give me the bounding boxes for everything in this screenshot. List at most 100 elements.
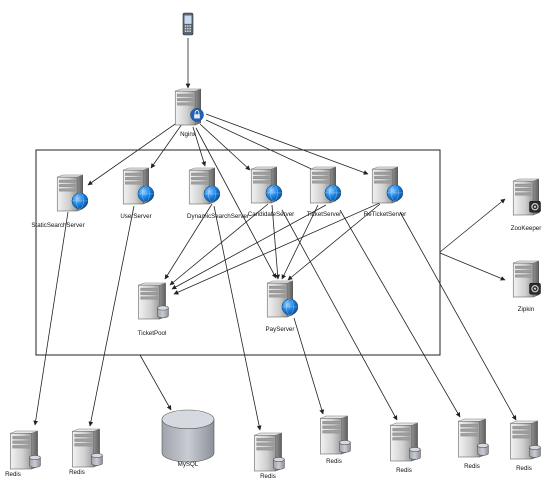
node-user: UserServer (120, 167, 155, 220)
node-label-ticketpool: TicketPool (138, 330, 167, 337)
edge-cluster-to-zookeeper (439, 198, 506, 253)
node-pay: PayServer (266, 280, 299, 333)
globe-icon (265, 184, 283, 202)
disk-icon (477, 443, 489, 456)
edge-cluster-to-mysql (139, 354, 172, 411)
node-label-ticket: TicketServer (307, 211, 342, 218)
server-globe-icon (188, 167, 221, 205)
node-mysql: MySQL (161, 409, 215, 468)
edge-cluster-to-zipkin (439, 252, 506, 281)
node-reticket: ReTicketServer (364, 166, 406, 218)
edge-dynamic-to-redis3 (213, 205, 262, 431)
node-dynamic: DynamicSearchServer (187, 167, 249, 220)
server-db-icon (254, 432, 285, 472)
edge-candidate-to-ticketpool (169, 203, 269, 286)
disk-icon (409, 447, 421, 460)
globe-icon (324, 184, 342, 202)
edge-reticket-to-pay (287, 203, 381, 281)
node-static: StaticSearchServer (31, 174, 89, 229)
edge-ticket-to-pay (281, 204, 319, 280)
server-globe-icon (371, 166, 404, 204)
node-redis2: Redis (69, 428, 103, 476)
node-label-redis7: Redis (516, 465, 532, 472)
disk-icon (273, 457, 285, 470)
node-label-redis1: Redis (5, 471, 21, 478)
edge-candidate-to-pay (271, 204, 281, 280)
edge-layer (33, 38, 517, 431)
service-cluster-box (35, 149, 441, 356)
node-label-zookeeper: ZooKeeper (511, 225, 542, 232)
server-gear-icon (512, 260, 541, 298)
edge-ticket-to-ticketpool (171, 204, 327, 290)
node-label-dynamic: DynamicSearchServer (187, 213, 249, 220)
server-db-icon (72, 428, 103, 468)
node-redis7: Redis (510, 420, 541, 472)
node-label-nginx: Nginx (180, 131, 197, 138)
server-globe-icon (250, 166, 283, 204)
gear-icon (529, 200, 541, 213)
edge-nginx-to-dynamic (192, 126, 207, 167)
edge-nginx-to-static (87, 121, 179, 186)
server-globe-icon (309, 166, 342, 204)
server-globe-icon (56, 174, 89, 212)
node-label-mysql: MySQL (178, 461, 199, 468)
node-phone (182, 12, 194, 36)
disk-icon (529, 445, 541, 458)
node-label-reticket: ReTicketServer (364, 211, 406, 218)
edge-reticket-to-redis7 (399, 211, 517, 421)
disk-icon (339, 440, 351, 453)
lock-icon (190, 108, 204, 122)
edge-nginx-to-candidate (199, 123, 251, 171)
node-label-pay: PayServer (266, 326, 295, 333)
server-db-icon (138, 282, 169, 320)
edge-pay-to-redis4 (293, 317, 325, 415)
node-redis1: Redis (5, 430, 41, 478)
node-label-redis3: Redis (260, 473, 276, 480)
node-ticketpool: TicketPool (138, 282, 169, 337)
node-nginx: Nginx (174, 88, 204, 138)
node-candidate: CandidateServer (248, 166, 294, 218)
server-globe-icon (122, 167, 155, 205)
server-db-icon (320, 415, 351, 455)
server-lock-icon (174, 88, 204, 126)
node-label-redis2: Redis (69, 469, 85, 476)
server-db-icon (510, 420, 541, 460)
server-db-icon (458, 418, 489, 458)
edge-reticket-to-ticketpool (173, 201, 383, 295)
node-zookeeper: ZooKeeper (511, 178, 542, 232)
database-icon (161, 409, 215, 463)
node-label-static: StaticSearchServer (31, 222, 84, 229)
phone-icon (182, 12, 194, 36)
node-label-candidate: CandidateServer (248, 211, 294, 218)
disk-icon (157, 305, 169, 319)
edge-nginx-to-ticket (205, 119, 321, 174)
node-label-zipkin: Zipkin (518, 306, 535, 313)
edge-nginx-to-user (150, 123, 183, 169)
node-redis4: Redis (320, 415, 351, 465)
node-zipkin: Zipkin (512, 260, 541, 313)
disk-icon (91, 453, 103, 466)
server-db-icon (10, 430, 41, 470)
server-gear-icon (512, 178, 541, 216)
node-redis6: Redis (458, 418, 489, 470)
globe-icon (386, 184, 404, 202)
mysql-cylinder (161, 409, 215, 463)
node-label-user: UserServer (120, 213, 151, 220)
node-redis5: Redis (390, 422, 421, 474)
node-redis3: Redis (254, 432, 285, 480)
edge-user-to-redis2 (88, 205, 135, 427)
node-ticket: TicketServer (307, 166, 342, 218)
server-globe-icon (266, 280, 299, 318)
edge-nginx-to-reticket (205, 113, 369, 175)
globe-icon (203, 185, 221, 203)
gear-icon (529, 282, 541, 295)
edge-static-to-redis1 (33, 211, 69, 426)
disk-icon (29, 455, 41, 468)
node-label-redis4: Redis (326, 458, 342, 465)
edge-ticket-to-redis6 (339, 209, 461, 418)
edge-nginx-to-pay (195, 127, 277, 279)
globe-icon (71, 192, 89, 210)
node-label-redis6: Redis (464, 463, 480, 470)
